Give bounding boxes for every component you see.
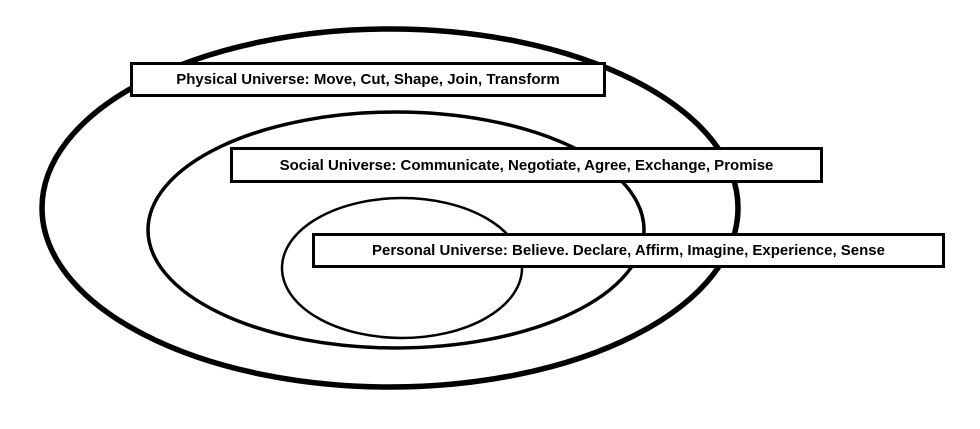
social-universe-label-box: Social Universe: Communicate, Negotiate,… [230,147,823,183]
social-universe-ellipse [146,110,646,350]
personal-universe-label-box: Personal Universe: Believe. Declare, Aff… [312,233,945,268]
physical-universe-label: Physical Universe: Move, Cut, Shape, Joi… [176,71,560,88]
personal-universe-ellipse [280,196,524,340]
physical-universe-ellipse [39,26,741,390]
social-universe-label: Social Universe: Communicate, Negotiate,… [279,156,774,174]
physical-universe-label-box: Physical Universe: Move, Cut, Shape, Joi… [130,62,606,97]
personal-universe-label: Personal Universe: Believe. Declare, Aff… [371,242,885,259]
